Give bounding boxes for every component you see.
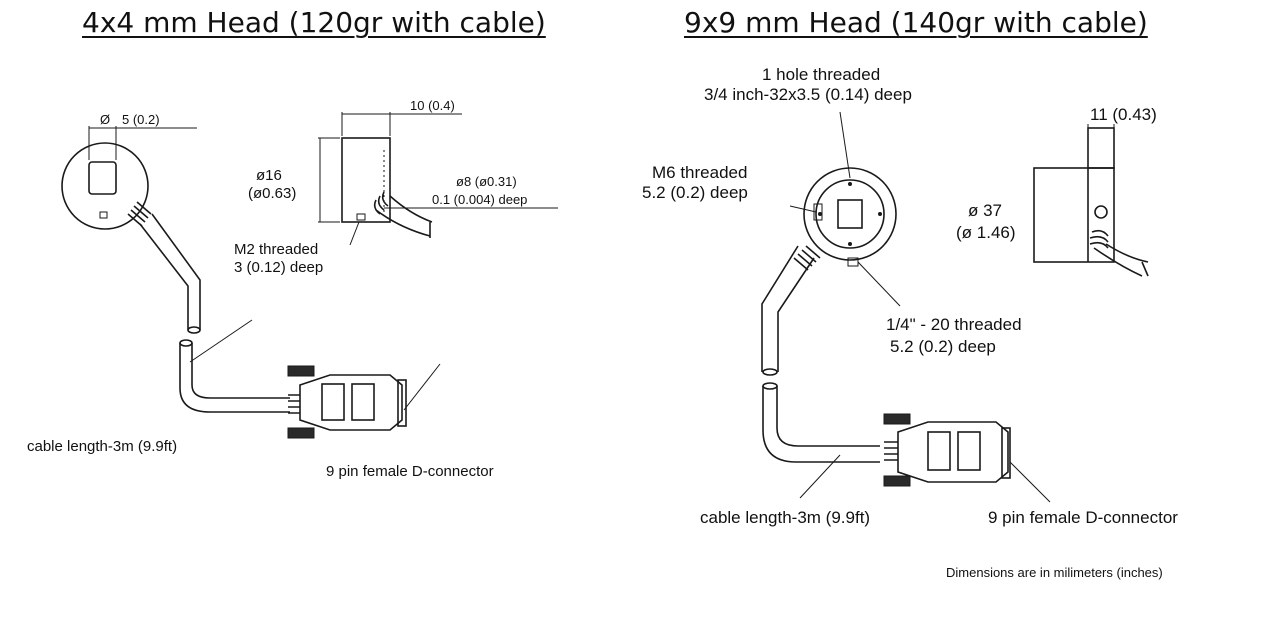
label-d37-inch: (ø 1.46)	[956, 223, 1016, 242]
label-m6-threaded: M6 threaded	[652, 163, 747, 182]
label-quarter-threaded: 1/4" - 20 threaded	[886, 315, 1022, 334]
label-hole-deep: 3/4 inch-32x3.5 (0.14) deep	[704, 85, 912, 104]
label-d16-inch: (ø0.63)	[248, 185, 296, 202]
label-m2-threaded: M2 threaded	[234, 241, 318, 258]
label-d16: ø16	[256, 167, 282, 184]
label-dia5: 5 (0.2)	[122, 112, 160, 127]
label-d8-deep: 0.1 (0.004) deep	[432, 192, 527, 207]
label-dim10: 10 (0.4)	[410, 98, 455, 113]
label-cable-length-right: cable length-3m (9.9ft)	[700, 508, 870, 527]
label-cable-length-left: cable length-3m (9.9ft)	[27, 438, 177, 455]
label-dim11: 11 (0.43)	[1090, 105, 1157, 124]
label-d8: ø8 (ø0.31)	[456, 174, 517, 189]
left-head-front-view	[61, 126, 290, 413]
label-m2-deep: 3 (0.12) deep	[234, 259, 323, 276]
right-head-side-view	[1033, 124, 1149, 277]
left-head-side-view	[318, 112, 558, 246]
label-hole-threaded: 1 hole threaded	[762, 65, 880, 84]
label-units-note: Dimensions are in milimeters (inches)	[946, 565, 1163, 580]
title-right: 9x9 mm Head (140gr with cable)	[684, 6, 1148, 39]
label-connector-left: 9 pin female D-connector	[326, 463, 494, 480]
right-head-front-view	[761, 111, 901, 499]
label-connector-right: 9 pin female D-connector	[988, 508, 1178, 527]
label-quarter-deep: 5.2 (0.2) deep	[890, 337, 996, 356]
label-m6-deep: 5.2 (0.2) deep	[642, 183, 748, 202]
phi-icon: Ø	[100, 112, 110, 127]
title-left: 4x4 mm Head (120gr with cable)	[82, 6, 546, 39]
left-d-connector	[287, 363, 441, 439]
right-d-connector	[883, 413, 1051, 503]
label-d37: ø 37	[968, 201, 1002, 220]
